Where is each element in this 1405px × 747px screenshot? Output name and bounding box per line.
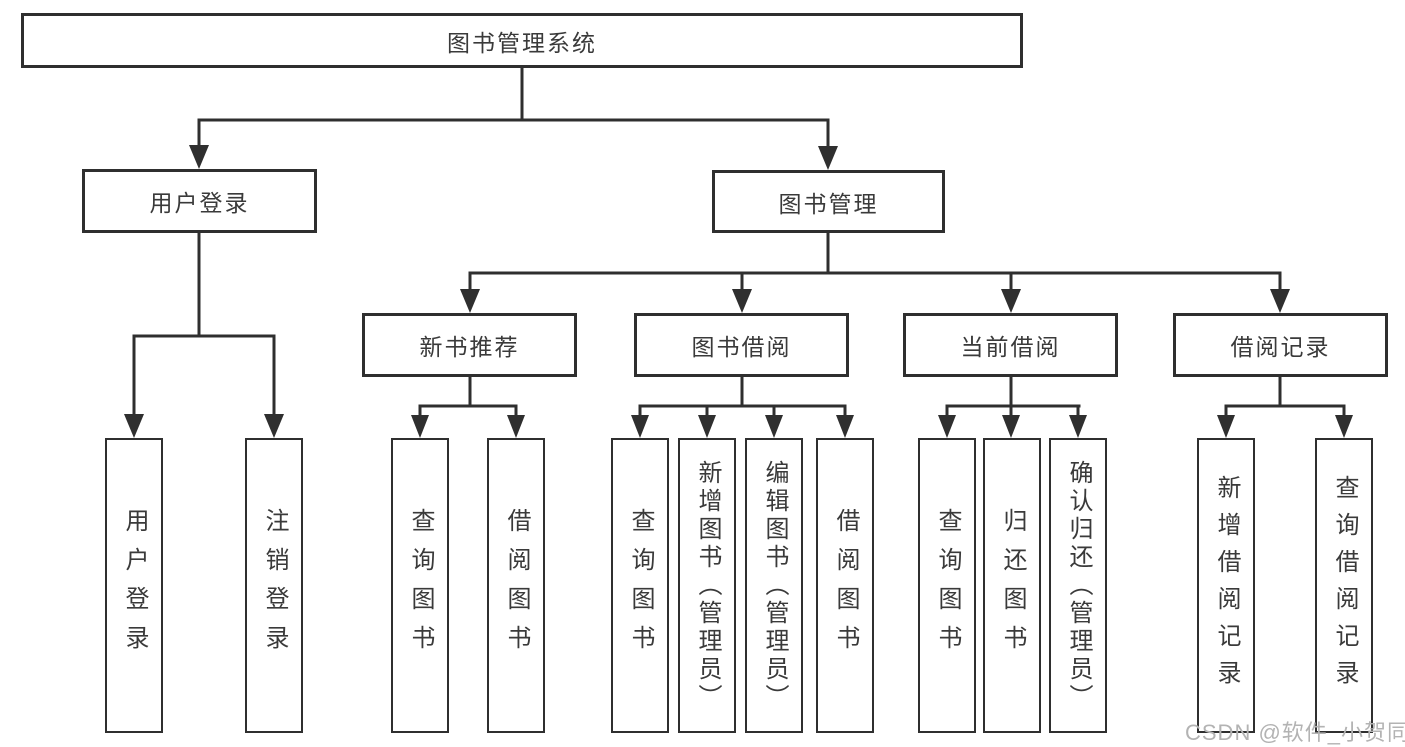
connector-root-to-level2 — [189, 68, 838, 170]
connector-current-borrow-to-leaves — [938, 377, 1087, 438]
leaf-return-book: 归还图书 — [983, 438, 1041, 733]
connector-book-management-to-level3 — [460, 233, 1290, 313]
leaf-query-books-current: 查询图书 — [918, 438, 976, 733]
connector-new-book-recommend-to-leaves — [411, 377, 525, 438]
csdn-watermark: CSDN @软件_小贺同学 — [1185, 720, 1405, 745]
node-borrow-records: 借阅记录 — [1173, 313, 1388, 377]
leaf-query-borrow-record: 查询借阅记录 — [1315, 438, 1373, 733]
root-node-library-management-system: 图书管理系统 — [21, 13, 1023, 68]
connector-book-borrow-to-leaves — [631, 377, 854, 438]
leaf-edit-book-admin: 编辑图书（管理员） — [745, 438, 803, 733]
leaf-query-books-borrow: 查询图书 — [611, 438, 669, 733]
node-book-management-group: 图书管理 — [712, 170, 945, 233]
node-current-borrow: 当前借阅 — [903, 313, 1118, 377]
leaf-borrow-books-recommend: 借阅图书 — [487, 438, 545, 733]
node-new-book-recommend: 新书推荐 — [362, 313, 577, 377]
connector-borrow-records-to-leaves — [1217, 377, 1353, 438]
leaf-logout: 注销登录 — [245, 438, 303, 733]
leaf-confirm-return-admin: 确认归还（管理员） — [1049, 438, 1107, 733]
leaf-query-books-recommend: 查询图书 — [391, 438, 449, 733]
leaf-borrow-books: 借阅图书 — [816, 438, 874, 733]
leaf-add-book-admin: 新增图书（管理员） — [678, 438, 736, 733]
connector-user-login-to-leaves — [124, 233, 284, 438]
leaf-add-borrow-record: 新增借阅记录 — [1197, 438, 1255, 733]
node-book-borrow: 图书借阅 — [634, 313, 849, 377]
node-user-login-group: 用户登录 — [82, 169, 317, 233]
leaf-user-login: 用户登录 — [105, 438, 163, 733]
